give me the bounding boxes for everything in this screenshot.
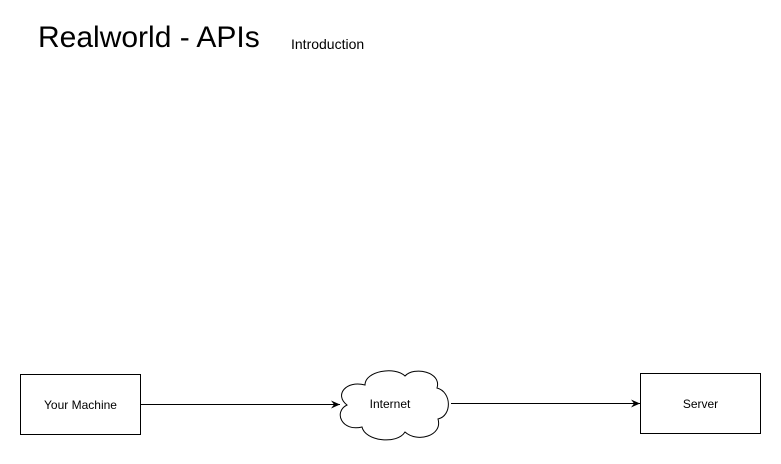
server-node[interactable]: Server — [640, 373, 761, 434]
cloud-icon — [339, 370, 449, 441]
client-box — [20, 374, 141, 435]
client-label: Your Machine — [44, 398, 117, 412]
server-box — [640, 373, 761, 434]
server-label: Server — [683, 397, 718, 411]
page-subtitle: Introduction — [291, 36, 365, 52]
page-title: Realworld - APIs — [38, 21, 260, 54]
internet-label: Internet — [370, 397, 411, 411]
client-node[interactable]: Your Machine — [20, 374, 141, 435]
internet-node[interactable]: Internet — [339, 370, 449, 441]
